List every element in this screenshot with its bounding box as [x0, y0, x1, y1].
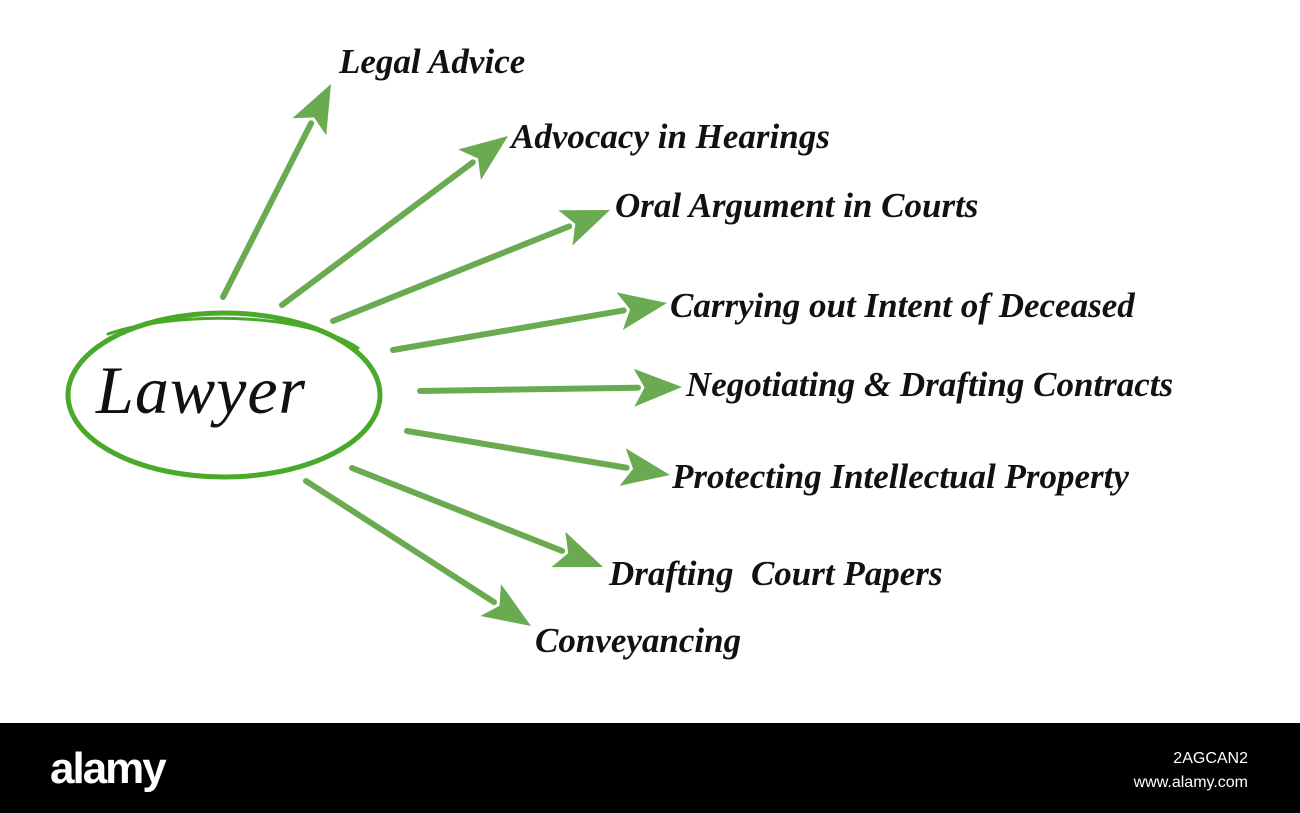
arrow-shaft: [303, 478, 498, 606]
arrow-drafting-court-papers: [349, 465, 603, 568]
watermark-footer: alamy 2AGCAN2 www.alamy.com: [0, 723, 1300, 813]
lawyer-label: Lawyer: [96, 352, 306, 428]
image-id: 2AGCAN2: [1173, 750, 1248, 767]
arrow-oral-argument-in-courts: [330, 210, 610, 324]
arrow-head: [616, 292, 667, 330]
arrow-carrying-out-intent-of-deceased: [390, 292, 667, 353]
arrows-layer: [65, 84, 682, 626]
item-oral-argument-in-courts: Oral Argument in Courts: [615, 186, 979, 225]
arrow-shaft: [417, 384, 642, 394]
arrow-advocacy-in-hearings: [279, 136, 508, 308]
item-negotiating-drafting-contracts: Negotiating & Drafting Contracts: [686, 365, 1174, 404]
item-legal-advice: Legal Advice: [339, 42, 526, 81]
arrow-legal-advice: [220, 84, 331, 300]
diagram-canvas: Lawyer Legal Advice Advocacy in Hearings…: [65, 42, 1174, 660]
item-protecting-intellectual-property: Protecting Intellectual Property: [672, 457, 1129, 496]
image-code: 2AGCAN2 www.alamy.com: [1134, 747, 1248, 795]
arrow-head: [551, 531, 603, 568]
lawyer-ellipse: [65, 310, 383, 480]
item-carrying-out-intent-of-deceased: Carrying out Intent of Deceased: [670, 286, 1135, 325]
arrow-shaft: [349, 465, 566, 554]
site-url: www.alamy.com: [1133, 774, 1248, 791]
item-drafting-court-papers: Drafting Court Papers: [609, 554, 943, 593]
alamy-logo: alamy: [50, 744, 167, 793]
arrow-conveyancing: [303, 478, 531, 626]
arrow-head: [458, 136, 508, 180]
arrow-head: [292, 84, 331, 136]
arrow-shaft: [330, 223, 573, 324]
arrow-head: [619, 448, 670, 486]
arrow-head: [480, 584, 531, 626]
item-advocacy-in-hearings: Advocacy in Hearings: [511, 117, 830, 156]
arrow-head: [633, 368, 682, 407]
arrow-shaft: [220, 120, 315, 300]
arrow-head: [558, 210, 610, 246]
arrow-negotiating-drafting-contracts: [417, 368, 682, 407]
arrow-shaft: [279, 159, 476, 308]
arrow-protecting-intellectual-property: [404, 428, 670, 486]
arrow-shaft: [404, 428, 630, 471]
item-conveyancing: Conveyancing: [535, 621, 742, 660]
arrow-shaft: [390, 307, 627, 353]
